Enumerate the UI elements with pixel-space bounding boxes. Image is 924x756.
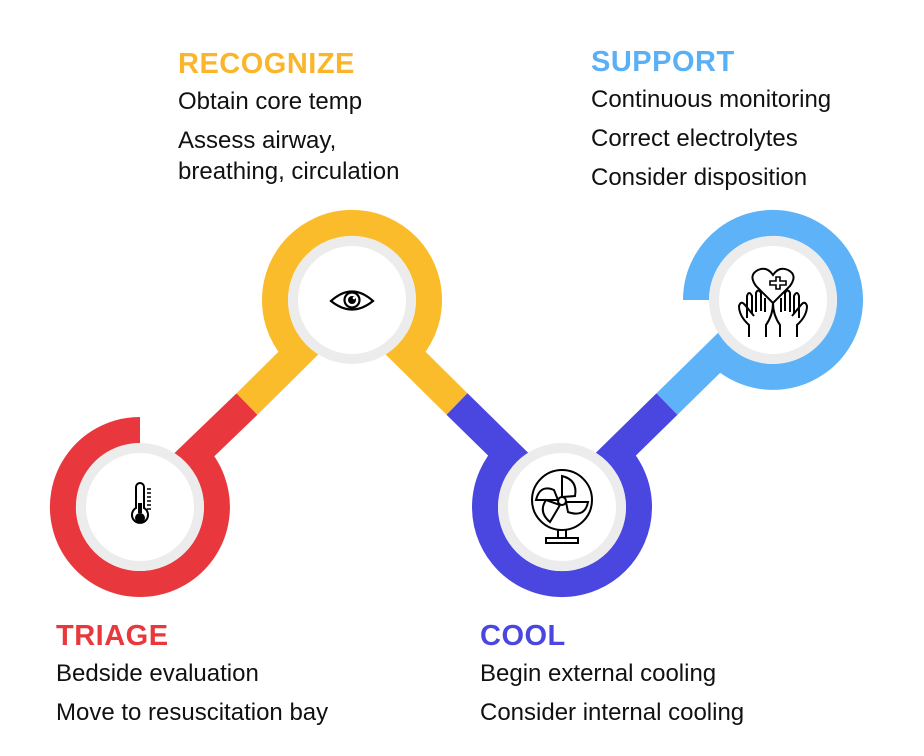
step-triage: TRIAGE Bedside evaluation Move to resusc…: [56, 620, 396, 736]
support-ring: [683, 209, 863, 390]
cool-item: Begin external cooling: [480, 660, 717, 687]
fan-icon: [531, 469, 593, 544]
hands-heart-icon: [737, 267, 809, 337]
support-item: Consider disposition: [591, 164, 808, 191]
support-title: SUPPORT: [591, 46, 735, 78]
cool-item: Consider internal cooling: [480, 699, 745, 726]
support-item: Correct electrolytes: [591, 125, 798, 152]
cool-disc-inner: [508, 453, 616, 561]
recognize-item: Obtain core temp: [178, 88, 363, 115]
triage-item: Move to resuscitation bay: [56, 699, 329, 726]
cool-title: COOL: [480, 620, 566, 652]
cool-ring: [472, 443, 652, 598]
connectors: [129, 289, 784, 518]
recognize-ring: [262, 209, 442, 364]
triage-title: TRIAGE: [56, 620, 169, 652]
support-disc-inner: [719, 246, 827, 354]
recognize-title: RECOGNIZE: [178, 48, 355, 80]
step-recognize: RECOGNIZE Obtain core temp Assess airway…: [178, 48, 448, 195]
recognize-item: Assess airway, breathing, circulation: [178, 127, 400, 185]
step-support: SUPPORT Continuous monitoring Correct el…: [591, 46, 911, 201]
triage-ring: [49, 417, 230, 597]
thermometer-icon: [131, 482, 151, 524]
triage-item: Bedside evaluation: [56, 660, 259, 687]
support-item: Continuous monitoring: [591, 86, 832, 113]
eye-icon: [329, 290, 375, 311]
step-cool: COOL Begin external cooling Consider int…: [480, 620, 820, 736]
